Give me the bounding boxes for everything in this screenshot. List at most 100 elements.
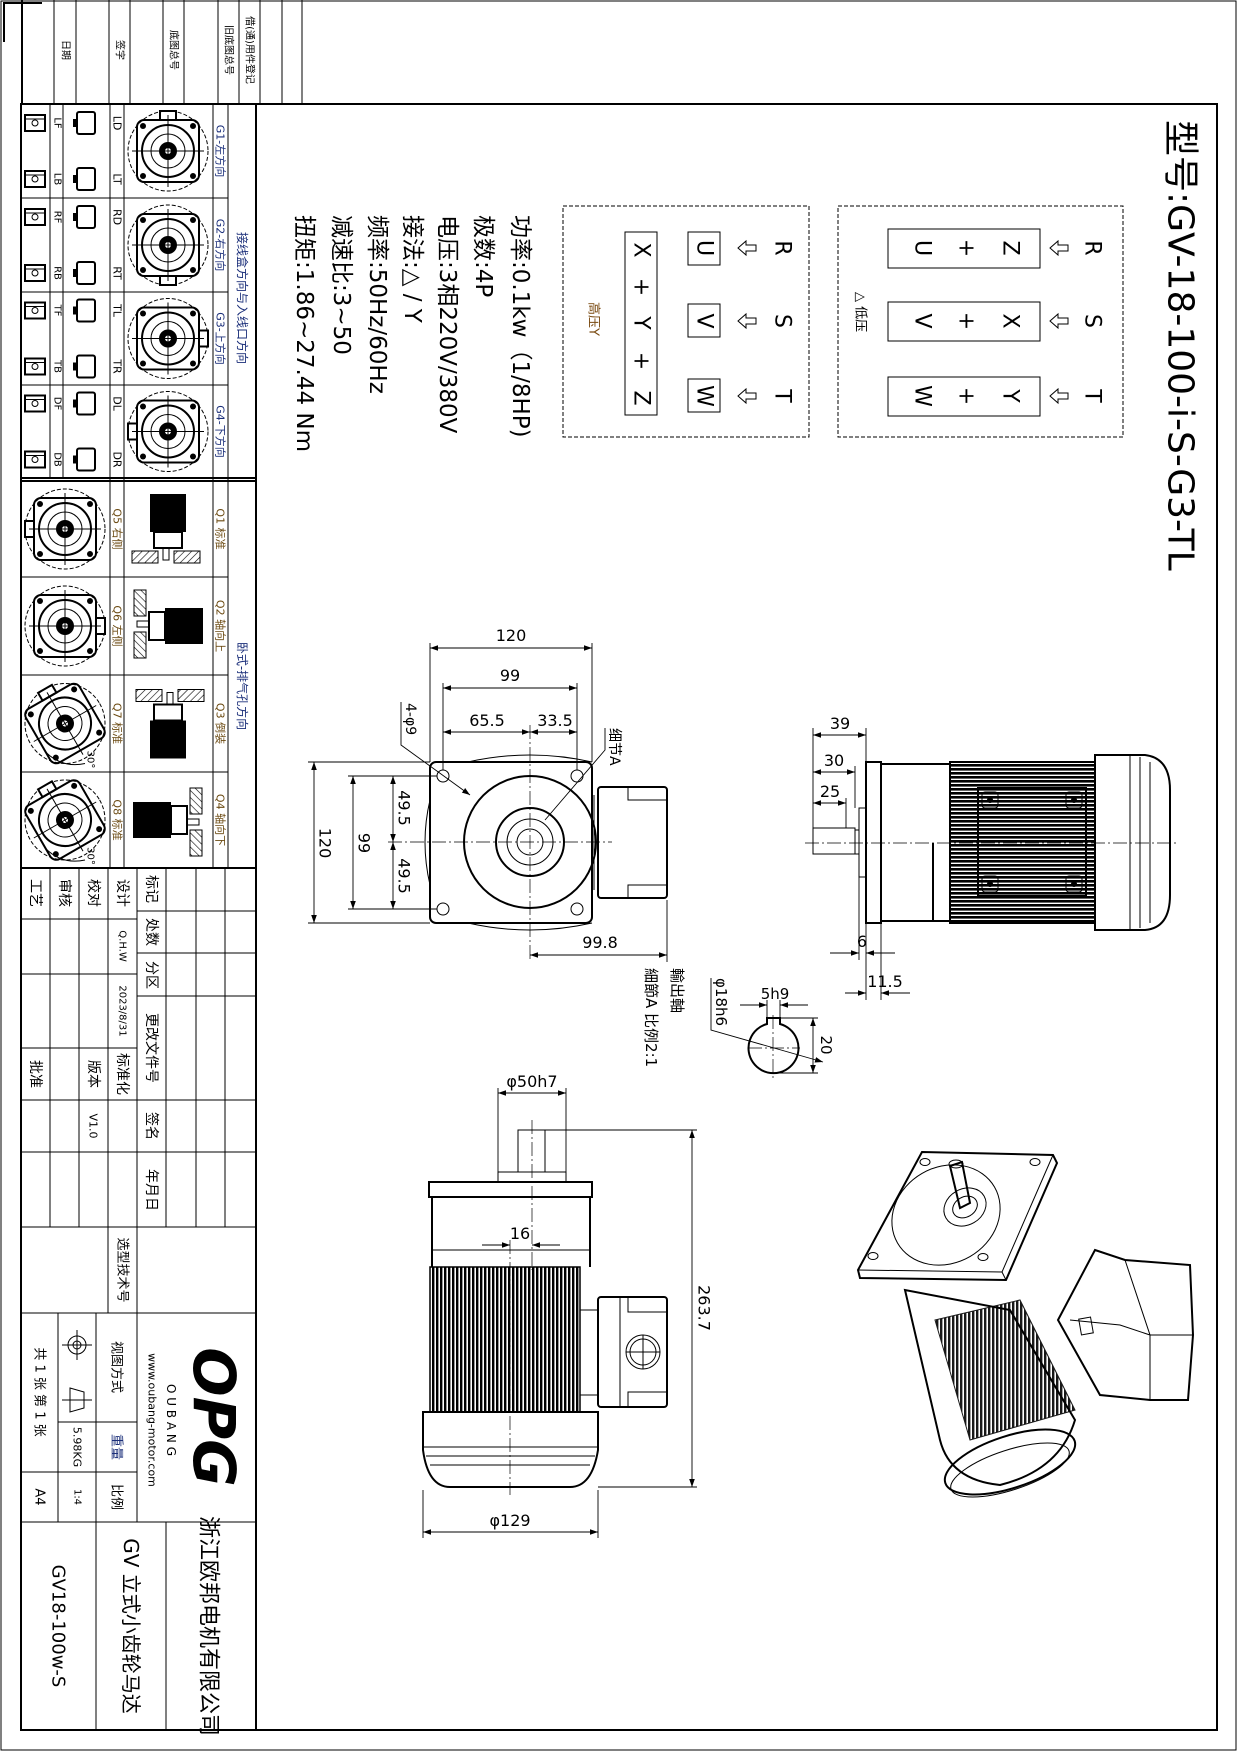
terminal: W <box>692 385 717 407</box>
dim-pilot-diameter: φ50h7 <box>506 1072 557 1091</box>
bolt-icon <box>981 875 999 893</box>
wiring-high-voltage: R S T U V W X + Y + Z 高压Y <box>562 205 810 438</box>
role-label: 校对 <box>85 879 102 907</box>
dim-key-width: 5h9 <box>761 985 790 1003</box>
mounting-face-label: Q5 右侧 <box>111 508 125 549</box>
low-voltage-label: △ 低压 <box>853 292 868 332</box>
bolt-head <box>1071 797 1077 803</box>
orientation-table: 接线盒方向与入线口方向 卧式-排气孔方向 G1-左方向LDLTLFLBG2-右方… <box>20 103 257 1730</box>
rev-header: 分区 <box>143 961 159 989</box>
wiring-low-voltage: R S T Z + U X + V Y + W △ 低压 <box>837 205 1124 438</box>
standardization-label: 标准化 <box>114 1053 130 1095</box>
gearbox-body <box>881 763 951 922</box>
role-label: 设计 <box>114 879 130 907</box>
dim-height-pitch: 99 <box>355 833 374 853</box>
orientation-code: DF <box>52 397 63 411</box>
box-front-icon <box>24 394 46 413</box>
pilot-boss <box>858 807 867 878</box>
box-side-icon <box>73 205 96 229</box>
angle-arc <box>44 847 86 862</box>
first-angle-projection-icon <box>62 1330 92 1413</box>
terminal-box-icon <box>36 683 58 703</box>
spec-ratio: 减速比:3~50 <box>328 215 354 355</box>
rev-header: 标记 <box>143 875 159 903</box>
drawing-number: GV18-100w-S <box>48 1565 69 1688</box>
mount-hole <box>436 769 450 783</box>
dim-key-offset: 16 <box>510 1224 530 1243</box>
rev-header: 年月日 <box>143 1169 159 1211</box>
terminal: U <box>692 240 717 256</box>
spec-power: 功率:0.1kw（1/8HP) <box>507 215 533 438</box>
terminal: Y <box>629 315 654 330</box>
terminal-box-icon <box>95 617 106 635</box>
flange-plate <box>865 761 882 924</box>
terminal: V <box>692 313 717 328</box>
mounting-side-icon <box>131 494 201 564</box>
mounting-side-label: Q1 标准 <box>214 508 228 549</box>
shaft-iso <box>948 1160 972 1210</box>
terminal-box <box>687 378 721 413</box>
dim-11-5: 11.5 <box>867 972 903 991</box>
box-side-icon <box>73 261 96 285</box>
arrow-left-icon <box>737 239 757 257</box>
arrow-left-icon <box>737 387 757 405</box>
mount-hole <box>570 902 584 916</box>
dim-39: 39 <box>830 714 850 733</box>
orientation-group-label: 接线盒方向与入线口方向 <box>235 232 250 364</box>
terminal: V <box>910 313 935 328</box>
version-label: 版本 <box>85 1060 101 1088</box>
motor-face-icon <box>127 204 209 286</box>
motor-finned-body <box>429 1266 581 1413</box>
box-front-icon <box>24 114 46 132</box>
strip-label: 旧底图总号 <box>223 25 236 75</box>
detail-title: 輸出軸 <box>668 968 686 1013</box>
brand-name: O U B A N G <box>164 1384 178 1456</box>
mounting-face-label: Q8 标准 <box>111 799 125 840</box>
company-logo: OPG <box>180 1347 248 1486</box>
terminal: U <box>910 240 935 256</box>
terminal-box-icon <box>159 275 177 286</box>
orientation-code: TF <box>52 304 63 317</box>
motor-face-icon <box>127 391 209 472</box>
sheet-count: 共 1 张 第 1 张 <box>32 1347 47 1436</box>
dim-flange-width: 120 <box>496 626 527 645</box>
gearbox-body <box>431 1197 591 1267</box>
terminal: + <box>954 239 979 257</box>
weight-value: 5.98KG <box>71 1427 84 1467</box>
terminal: Z <box>629 390 654 405</box>
shaft-section <box>747 1017 800 1075</box>
box-side-icon <box>73 298 96 323</box>
terminal-link-box <box>887 376 1041 417</box>
dim-25: 25 <box>820 782 840 801</box>
orientation-code: DB <box>52 452 63 467</box>
mounting-row: Q1 标准 Q5 右侧 <box>24 488 228 570</box>
weight-label: 重量 <box>109 1434 125 1460</box>
strip-label: 签字 <box>114 40 127 60</box>
arrow-left-icon <box>1049 239 1069 257</box>
mounting-side-icon <box>133 589 203 659</box>
orientation-code: TR <box>111 358 124 374</box>
spec-voltage: 电压:3相220V/380V <box>434 215 460 434</box>
mount-hole <box>436 902 450 916</box>
rev-header: 处数 <box>143 918 159 946</box>
mounting-pad <box>977 787 1087 897</box>
role-label: 审核 <box>56 879 72 907</box>
motor-body-iso <box>903 1288 1077 1487</box>
motor-finned-body <box>949 761 1096 924</box>
orientation-code: LB <box>52 173 63 186</box>
box-front-icon <box>24 357 46 376</box>
detail-subtitle: 細節A 比例2:1 <box>642 968 660 1067</box>
designer: Q.H.W <box>117 930 128 962</box>
spec-list: 功率:0.1kw（1/8HP) 极数:4P 电压:3相220V/380V 接法:… <box>291 215 533 452</box>
bolt-icon <box>1065 875 1083 893</box>
strip-label: 借(通)用件登记 <box>244 16 257 84</box>
orientation-code: LD <box>111 116 124 131</box>
detail-a: 輸出軸 細節A 比例2:1 5h9 20 φ18h6 <box>642 968 835 1080</box>
terminal-box-icon <box>36 779 58 799</box>
motor-face-icon <box>127 110 209 192</box>
supply-r: R <box>770 240 795 255</box>
orientation-code: LF <box>52 117 63 129</box>
orientation-code: RF <box>52 211 63 224</box>
